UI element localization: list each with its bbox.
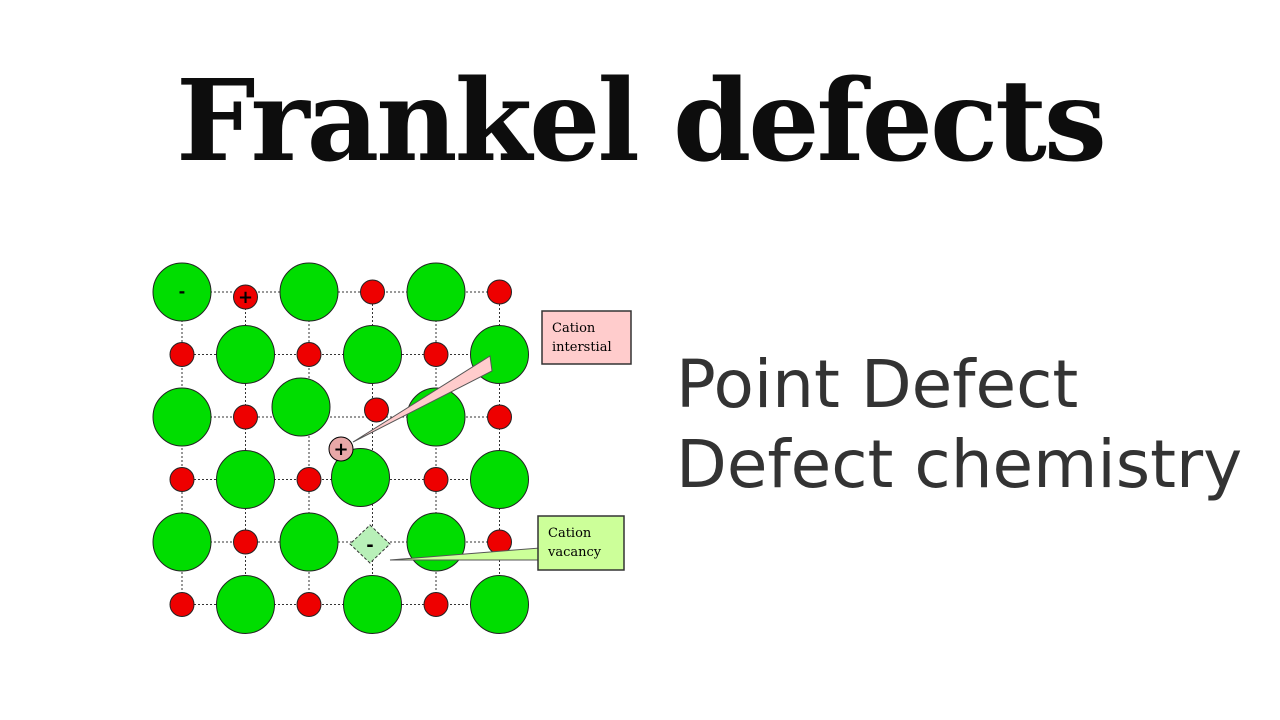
anion-sphere [152,512,212,572]
anion-sphere [279,262,339,322]
callout-interstitial-line-2: interstial [552,340,612,355]
cation-plus-sign: + [238,287,253,308]
cation-sphere [360,279,385,305]
callout-vacancy-line-2: vacancy [547,545,602,560]
vacancy-minus-sign: - [366,535,373,556]
cation-sphere [169,342,195,367]
anion-sphere [271,377,331,437]
cation-sphere [423,342,449,367]
anion-sphere [343,325,402,384]
callout-cation-interstitial: Cation interstial [352,310,632,443]
cation-sphere [233,284,258,310]
anion-sphere [216,450,275,509]
anion-sphere [406,262,466,322]
cation-sphere [296,467,322,492]
subtitle-point-defect: Point Defect [676,346,1079,423]
anion-sphere [331,448,390,507]
cation-vacancy: - [349,524,391,564]
interstitial-plus-sign: + [333,439,348,460]
cation-sphere [296,342,322,367]
frenkel-defect-lattice-diagram: -+ + - Cation interstial Cation vacancy [152,262,632,634]
anion-sphere [216,325,275,384]
page-title: Frankel defects [176,56,1107,187]
anion-sphere [279,512,339,572]
callout-cation-vacancy: Cation vacancy [389,515,625,571]
cation-sphere [423,592,449,617]
anion-sphere [406,512,466,572]
anion-sphere [152,387,212,447]
cation-interstitial: + [328,436,354,462]
lattice-ions: -+ [152,262,529,634]
cation-sphere [169,592,195,617]
callout-vacancy-line-1: Cation [548,526,592,541]
cation-sphere [364,397,389,423]
cation-sphere [169,467,195,492]
anion-sphere [343,575,402,634]
cation-sphere [487,404,512,430]
cation-sphere [233,404,258,430]
cation-sphere [233,529,258,555]
anion-sphere [216,575,275,634]
callout-interstitial-line-1: Cation [552,321,596,336]
anion-sphere [470,450,529,509]
cation-sphere [296,592,322,617]
anion-sphere [152,262,212,322]
anion-minus-sign: - [179,282,186,301]
cation-sphere [423,467,449,492]
cation-sphere [487,279,512,305]
anion-sphere [470,575,529,634]
subtitle-defect-chemistry: Defect chemistry [676,426,1243,503]
